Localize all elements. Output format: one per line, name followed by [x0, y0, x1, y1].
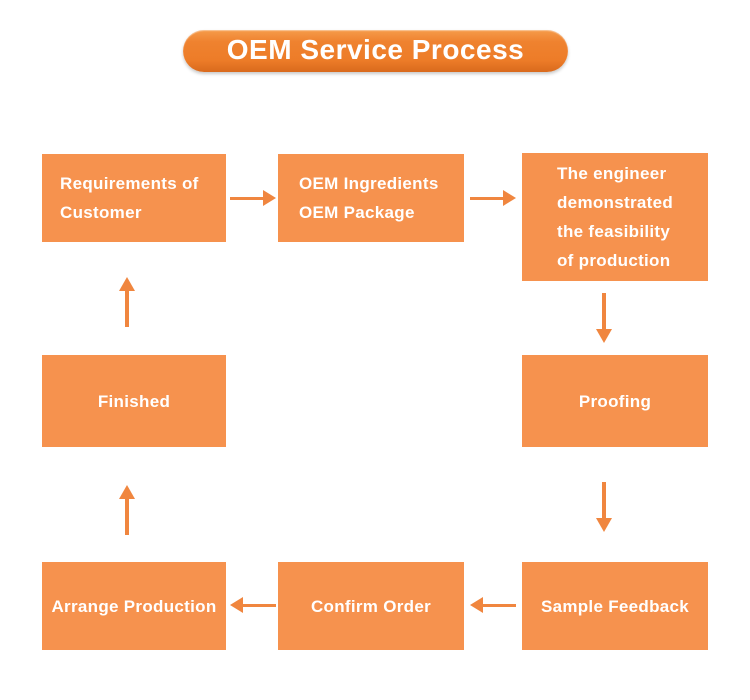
- flow-box-engineer-feasibility: The engineer demonstrated the feasibilit…: [522, 153, 708, 281]
- arrow-head: [230, 597, 243, 613]
- arrow-right-icon: [230, 190, 276, 206]
- box-text-line: Proofing: [578, 391, 652, 411]
- arrow-shaft: [125, 290, 129, 327]
- flow-box-sample-feedback: Sample Feedback: [522, 562, 708, 650]
- arrow-head: [470, 597, 483, 613]
- arrow-shaft: [470, 197, 504, 200]
- arrow-right-icon: [470, 190, 516, 206]
- flow-box-finished: Finished: [42, 355, 226, 447]
- arrow-shaft: [482, 604, 516, 607]
- box-text-line: the feasibility: [557, 222, 671, 241]
- arrow-left-icon: [470, 597, 516, 613]
- box-text-line: Confirm Order: [310, 596, 432, 616]
- arrow-shaft: [602, 293, 606, 330]
- flow-box-requirements-of-customer: Requirements of Customer: [42, 154, 226, 242]
- arrow-down-icon: [596, 482, 612, 532]
- arrow-head: [263, 190, 276, 206]
- box-text-line: OEM Ingredients: [299, 174, 439, 193]
- box-text-line: OEM Package: [299, 203, 415, 222]
- box-text-line: of production: [557, 251, 671, 270]
- flow-box-confirm-order: Confirm Order: [278, 562, 464, 650]
- arrow-down-icon: [596, 293, 612, 343]
- page-title: OEM Service Process: [226, 34, 525, 65]
- flow-box-arrange-production: Arrange Production: [42, 562, 226, 650]
- flow-box-oem-ingredients-package: OEM Ingredients OEM Package: [278, 154, 464, 242]
- box-text-line: Requirements of: [60, 174, 199, 193]
- arrow-shaft: [602, 482, 606, 519]
- arrow-head: [119, 277, 135, 291]
- arrow-head: [119, 485, 135, 499]
- arrow-head: [596, 329, 612, 343]
- arrow-shaft: [125, 498, 129, 535]
- arrow-up-icon: [119, 485, 135, 535]
- title-banner: OEM Service Process: [183, 30, 568, 72]
- box-text-line: Sample Feedback: [540, 596, 690, 616]
- arrow-head: [596, 518, 612, 532]
- box-text-line: The engineer: [557, 164, 667, 183]
- box-text-line: Customer: [60, 203, 142, 222]
- box-text-line: Finished: [97, 391, 171, 411]
- arrow-head: [503, 190, 516, 206]
- arrow-up-icon: [119, 277, 135, 327]
- arrow-left-icon: [230, 597, 276, 613]
- flow-box-proofing: Proofing: [522, 355, 708, 447]
- arrow-shaft: [242, 604, 276, 607]
- box-text-line: Arrange Production: [51, 596, 217, 616]
- box-text-line: demonstrated: [557, 193, 674, 212]
- arrow-shaft: [230, 197, 264, 200]
